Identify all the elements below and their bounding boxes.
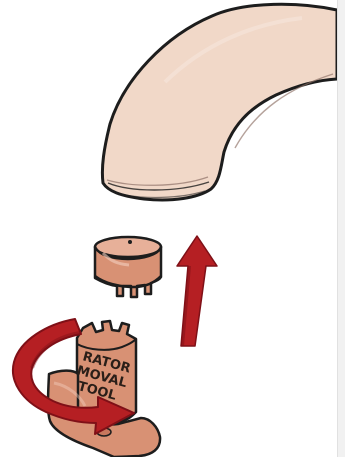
aerator-icon [95,237,161,297]
faucet-spout-icon [102,4,337,200]
up-arrow-icon [177,236,217,346]
right-edge-rail [337,0,345,457]
aerator-removal-tool-icon: RATOR MOVAL TOOL [48,321,160,457]
